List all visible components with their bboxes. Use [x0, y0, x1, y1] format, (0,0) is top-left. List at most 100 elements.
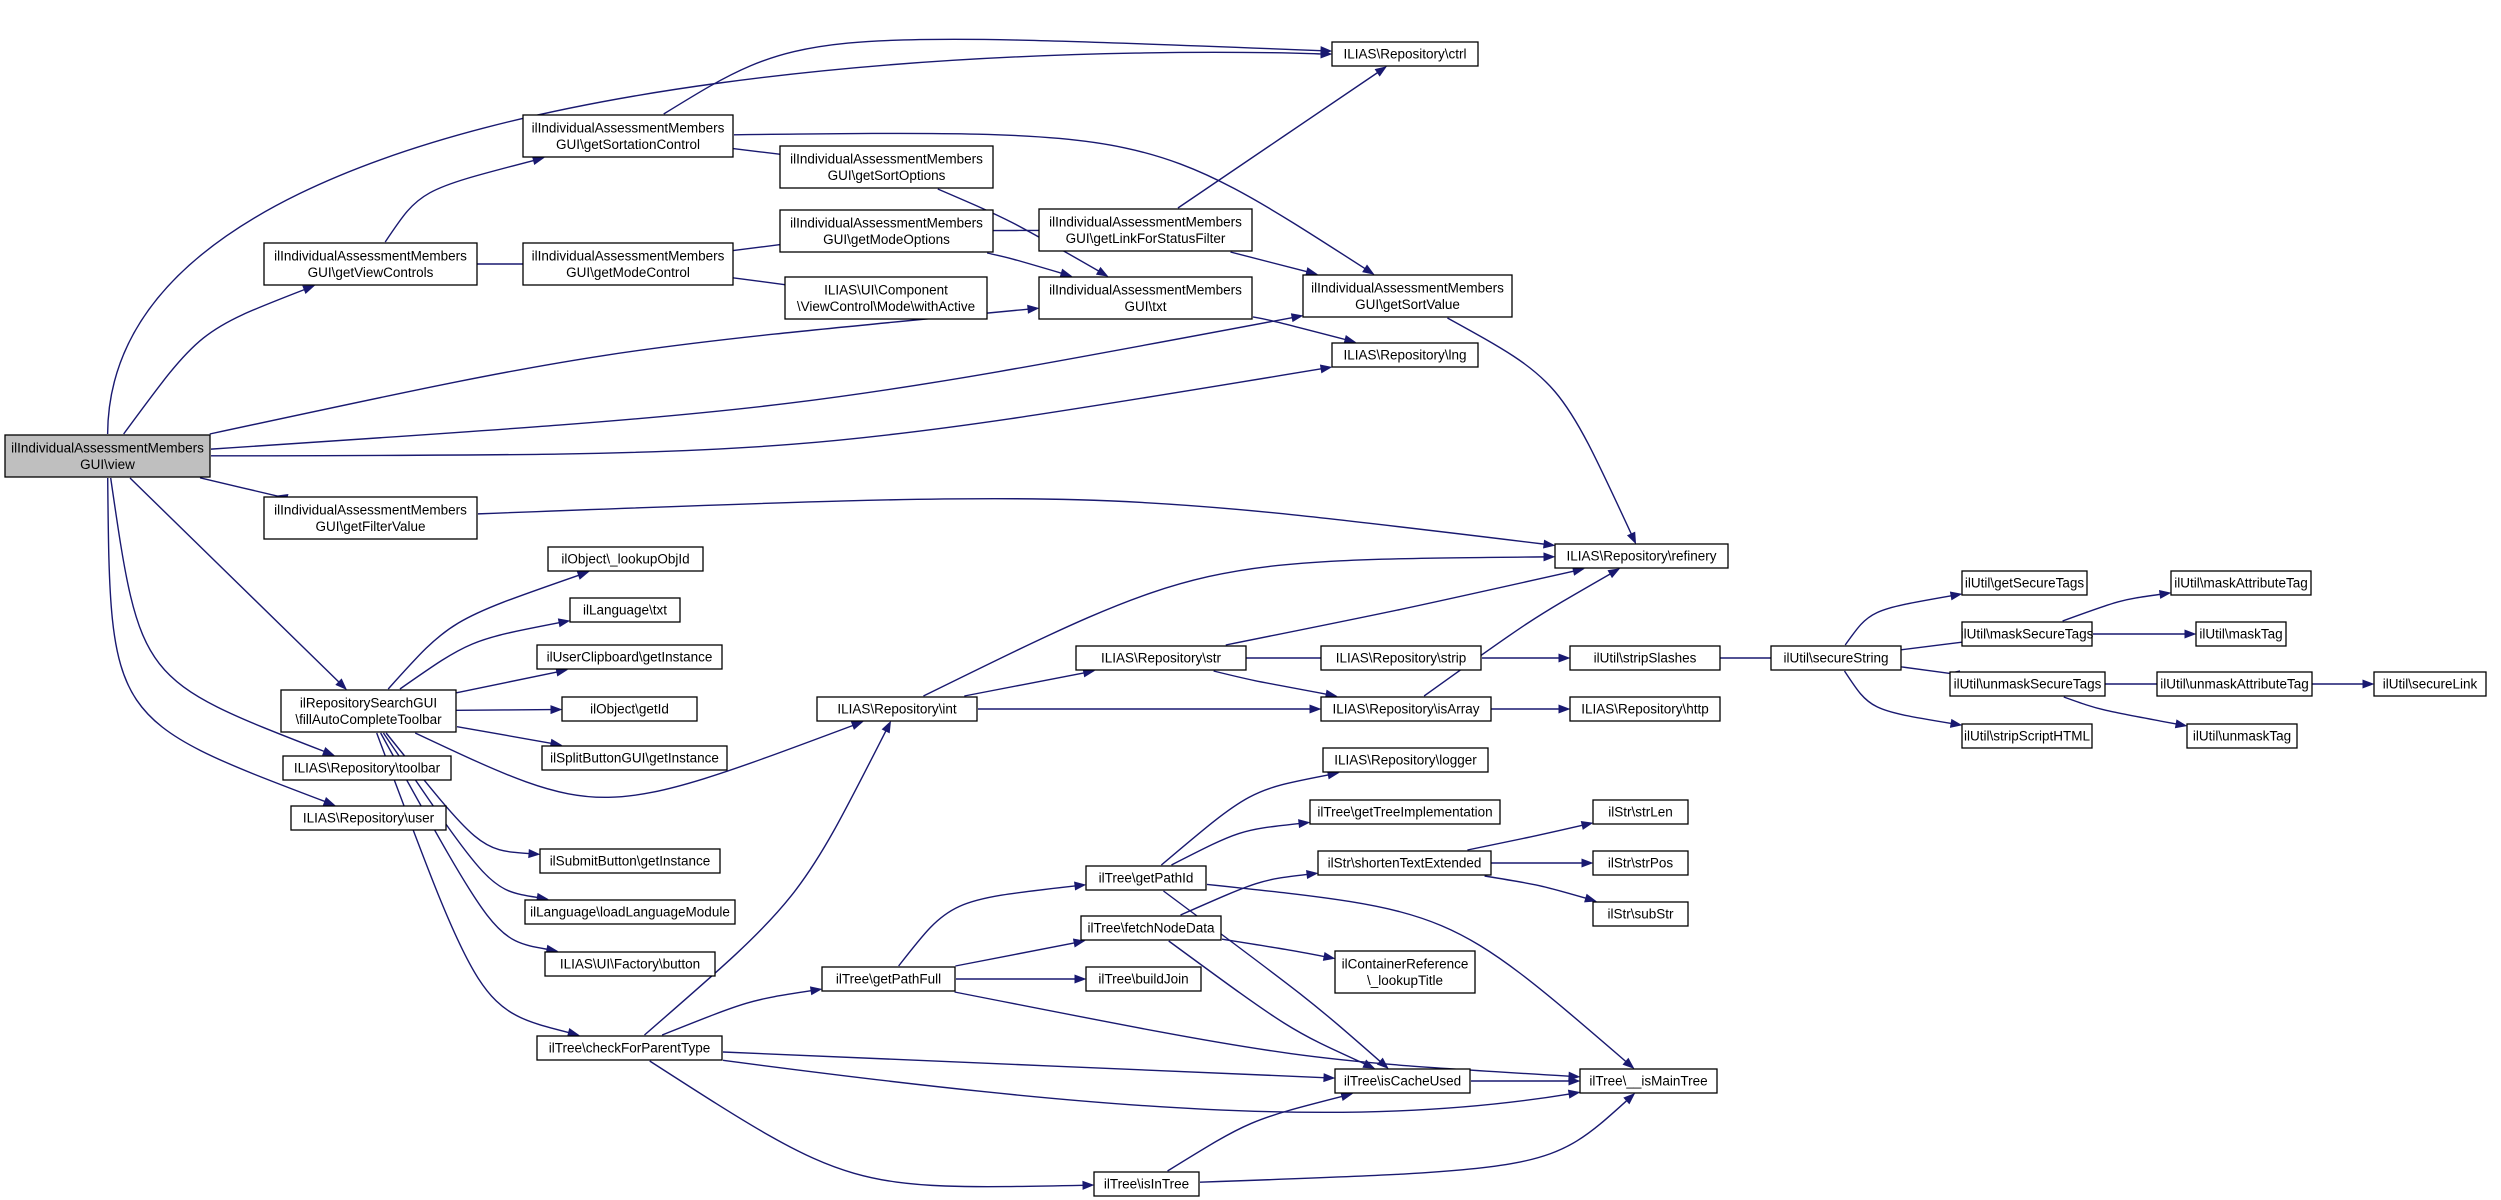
- node-substr[interactable]: ilStr\subStr: [1592, 901, 1689, 927]
- node-ctrl[interactable]: ILIAS\Repository\ctrl: [1331, 41, 1479, 67]
- node-unmasksecuretags[interactable]: ilUtil\unmaskSecureTags: [1949, 671, 2106, 697]
- node-label: ilTree\getPathFull: [836, 972, 941, 987]
- node-isarray[interactable]: ILIAS\Repository\isArray: [1320, 696, 1492, 722]
- node-masksecuretags[interactable]: ilUtil\maskSecureTags: [1961, 621, 2094, 647]
- node-box: [522, 114, 734, 158]
- call-edge-fillauto-to-submit: [385, 732, 541, 859]
- node-box: [263, 496, 478, 540]
- node-stripslashes[interactable]: ilUtil\stripSlashes: [1569, 645, 1721, 671]
- edge-line: [414, 724, 854, 799]
- edge-line: [733, 132, 1366, 270]
- edge-line: [456, 725, 552, 744]
- node-submit[interactable]: ilSubmitButton\getInstance: [539, 848, 721, 874]
- node-modecontrol[interactable]: ilIndividualAssessmentMembersGUI\getMode…: [522, 242, 734, 286]
- node-fetchnode[interactable]: ilTree\fetchNodeData: [1080, 915, 1222, 941]
- node-buildjoin[interactable]: ilTree\buildJoin: [1085, 966, 1202, 992]
- node-shorten[interactable]: ilStr\shortenTextExtended: [1317, 850, 1492, 876]
- node-linkstatus[interactable]: ilIndividualAssessmentMembersGUI\getLink…: [1038, 208, 1253, 252]
- node-loadlang[interactable]: ilLanguage\loadLanguageModule: [524, 899, 736, 925]
- node-label: ilObject\getId: [590, 702, 669, 717]
- node-getid[interactable]: ilObject\getId: [561, 696, 698, 722]
- node-withactive[interactable]: ILIAS\UI\Component\ViewControl\Mode\with…: [784, 276, 988, 320]
- node-treeimpl[interactable]: ilTree\getTreeImplementation: [1309, 799, 1501, 825]
- node-splitbutton[interactable]: ilSplitButtonGUI\getInstance: [541, 745, 728, 771]
- node-langtxt[interactable]: ilLanguage\txt: [569, 597, 681, 623]
- node-box: [1085, 966, 1202, 992]
- node-str[interactable]: ILIAS\Repository\str: [1075, 645, 1247, 671]
- node-unmaskattr[interactable]: ilUtil\unmaskAttributeTag: [2156, 671, 2313, 697]
- node-unmasktag[interactable]: ilUtil\unmaskTag: [2186, 723, 2298, 749]
- node-iscacheused[interactable]: ilTree\isCacheUsed: [1334, 1068, 1471, 1094]
- node-ismaintree[interactable]: ilTree\__isMainTree: [1579, 1068, 1718, 1094]
- node-viewcontrols[interactable]: ilIndividualAssessmentMembersGUI\getView…: [263, 242, 478, 286]
- node-logger[interactable]: ILIAS\Repository\logger: [1322, 747, 1489, 773]
- node-isintree[interactable]: ilTree\isInTree: [1093, 1171, 1200, 1197]
- node-filtervalue[interactable]: ilIndividualAssessmentMembersGUI\getFilt…: [263, 496, 478, 540]
- arrowhead-icon: [1290, 313, 1304, 323]
- node-checkparent[interactable]: ilTree\checkForParentType: [536, 1035, 723, 1061]
- call-edge-int-to-str: [964, 668, 1096, 697]
- arrowhead-icon: [1322, 952, 1336, 961]
- node-toolbar[interactable]: ILIAS\Repository\toolbar: [282, 755, 452, 781]
- arrowhead-icon: [1305, 267, 1318, 276]
- call-edge-isintree-to-ismaintree: [1199, 1093, 1636, 1183]
- edge-line: [644, 730, 887, 1036]
- node-http[interactable]: ILIAS\Repository\http: [1569, 696, 1721, 722]
- node-getsecuretags[interactable]: ilUtil\getSecureTags: [1961, 570, 2088, 596]
- node-lng[interactable]: ILIAS\Repository\lng: [1331, 342, 1479, 368]
- node-lookuptitle[interactable]: ilContainerReference\_lookupTitle: [1334, 950, 1476, 994]
- node-label: ilUserClipboard\getInstance: [547, 650, 713, 665]
- node-label: GUI\getModeControl: [566, 265, 690, 280]
- arrowhead-icon: [2184, 629, 2197, 639]
- node-modeopts[interactable]: ilIndividualAssessmentMembersGUI\getMode…: [779, 209, 994, 253]
- node-label: ilIndividualAssessmentMembers: [790, 151, 983, 166]
- call-edge-fillauto-to-splitbutton: [456, 725, 563, 748]
- edge-line: [109, 477, 325, 753]
- node-user[interactable]: ILIAS\Repository\user: [290, 805, 447, 831]
- node-box: [536, 1035, 723, 1061]
- node-lookupobjid[interactable]: ilObject\_lookupObjId: [547, 546, 704, 572]
- arrowhead-icon: [322, 797, 336, 806]
- arrowhead-icon: [1309, 704, 1322, 714]
- node-uibutton[interactable]: ILIAS\UI\Factory\button: [544, 951, 716, 977]
- call-edge-fillauto-to-langtxt: [399, 618, 571, 690]
- node-label: ilIndividualAssessmentMembers: [790, 215, 983, 230]
- node-label: ilContainerReference: [1342, 956, 1469, 971]
- arrowhead-icon: [1362, 1059, 1376, 1069]
- node-box: [544, 951, 716, 977]
- node-sortopts[interactable]: ilIndividualAssessmentMembersGUI\getSort…: [779, 145, 994, 189]
- arrowhead-icon: [1343, 334, 1357, 344]
- node-securelink[interactable]: ilUtil\secureLink: [2373, 671, 2487, 697]
- node-refinery[interactable]: ILIAS\Repository\refinery: [1554, 543, 1729, 569]
- node-sortation[interactable]: ilIndividualAssessmentMembersGUI\getSort…: [522, 114, 734, 158]
- edge-line: [1167, 1095, 1343, 1172]
- node-masktag[interactable]: ilUtil\maskTag: [2195, 621, 2287, 647]
- call-edge-pathid-to-ismaintree: [1206, 883, 1635, 1069]
- node-pathid[interactable]: ilTree\getPathId: [1085, 865, 1207, 891]
- edge-line: [1423, 573, 1611, 697]
- node-fillauto[interactable]: ilRepositorySearchGUI\fillAutoCompleteTo…: [280, 689, 457, 733]
- node-maskattr[interactable]: ilUtil\maskAttributeTag: [2170, 570, 2312, 596]
- node-stripscript[interactable]: ilUtil\stripScriptHTML: [1961, 723, 2093, 749]
- node-pathfull[interactable]: ilTree\getPathFull: [821, 966, 956, 992]
- node-box: [569, 597, 681, 623]
- node-strpos[interactable]: ilStr\strPos: [1592, 850, 1689, 876]
- node-int[interactable]: ILIAS\Repository\int: [816, 696, 978, 722]
- call-edge-view-to-fillauto: [129, 477, 347, 690]
- node-label: GUI\view: [80, 457, 135, 472]
- node-clipboard[interactable]: ilUserClipboard\getInstance: [536, 644, 723, 670]
- edge-line: [898, 885, 1076, 967]
- arrowhead-icon: [1376, 1057, 1389, 1069]
- node-sortvalue[interactable]: ilIndividualAssessmentMembersGUI\getSort…: [1302, 274, 1513, 318]
- node-label: ilStr\subStr: [1607, 907, 1674, 922]
- node-box: [2186, 723, 2298, 749]
- node-strip[interactable]: ILIAS\Repository\strip: [1320, 645, 1482, 671]
- node-securestring[interactable]: ilUtil\secureString: [1770, 645, 1902, 671]
- node-label: ilUtil\unmaskSecureTags: [1954, 677, 2102, 692]
- edge-line: [2063, 696, 2177, 725]
- edge-line: [456, 708, 552, 712]
- call-edge-int-to-isarray: [978, 704, 1322, 714]
- node-strlen[interactable]: ilStr\strLen: [1592, 799, 1689, 825]
